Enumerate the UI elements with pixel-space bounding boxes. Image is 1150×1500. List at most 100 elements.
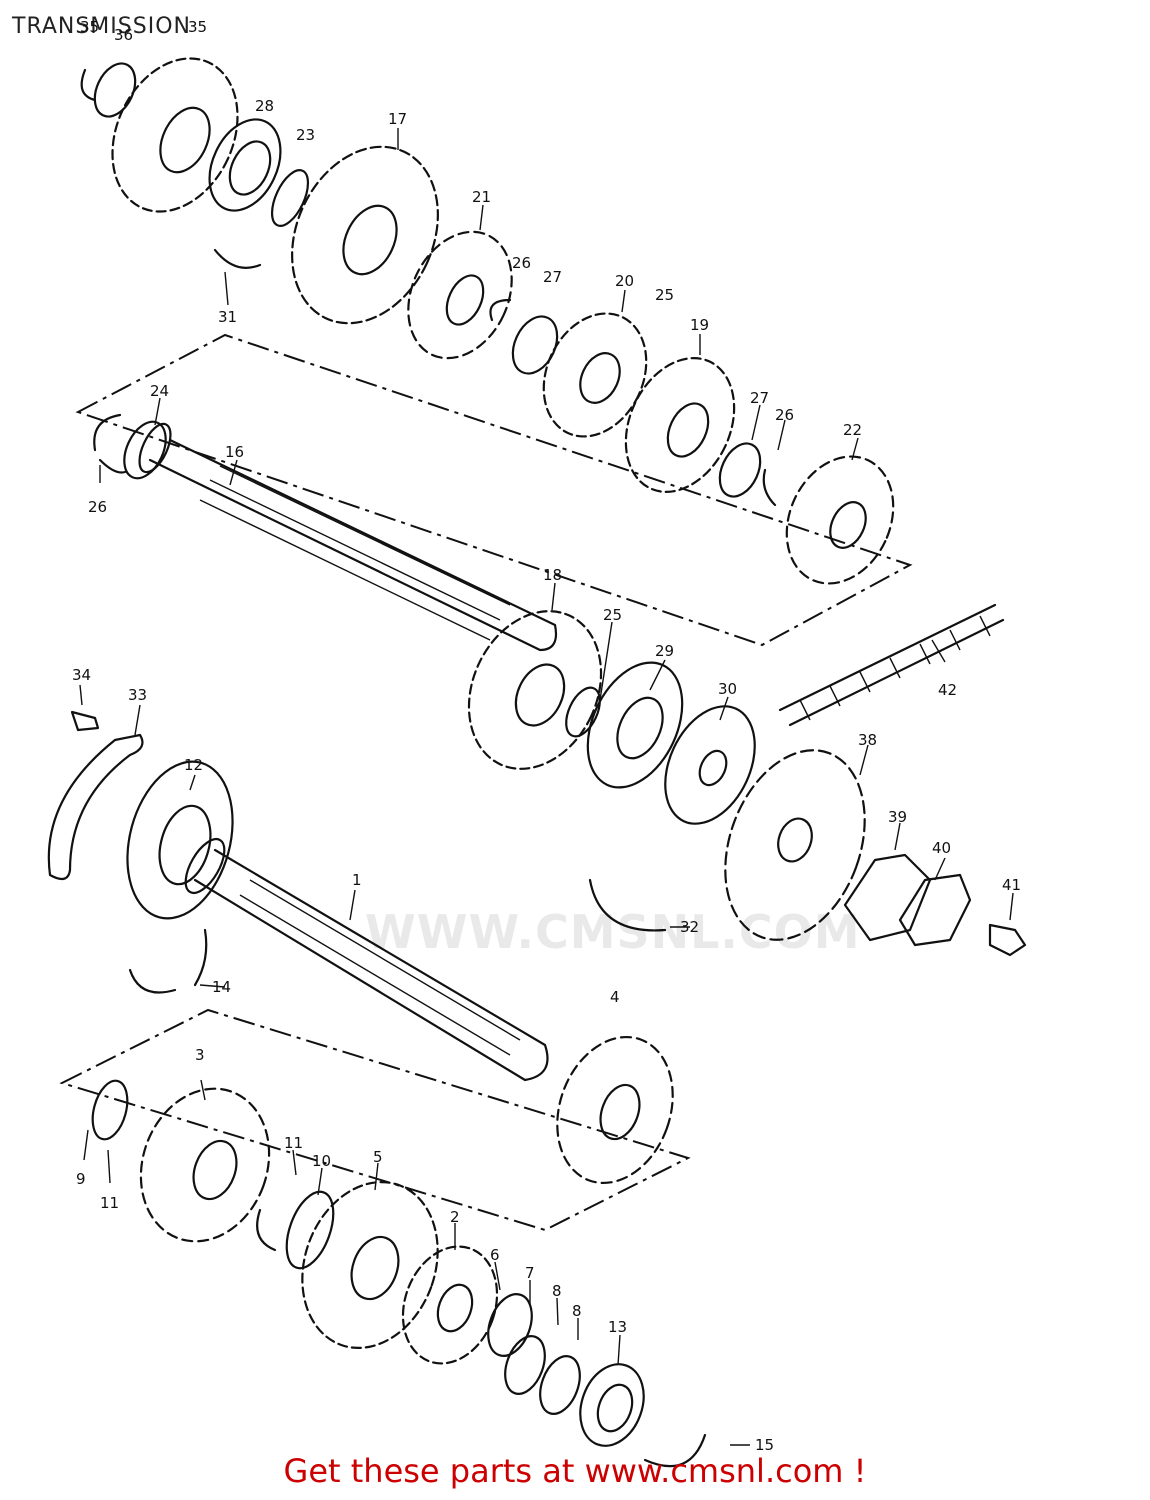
part-label: 36: [114, 26, 133, 44]
part-label: 25: [603, 606, 622, 624]
part-label: 15: [755, 1436, 774, 1454]
part-label: 16: [225, 443, 244, 461]
part-label: 18: [543, 566, 562, 584]
part-label: 4: [610, 988, 620, 1006]
part-label: 14: [212, 978, 231, 996]
washer-7: [504, 1335, 546, 1395]
part-label: 41: [1002, 876, 1021, 894]
part-label: 31: [218, 308, 237, 326]
gear-18: [467, 610, 603, 770]
part-label: 38: [858, 731, 877, 749]
washer-10: [285, 1190, 335, 1270]
part-label: 39: [888, 808, 907, 826]
part-label: 34: [72, 666, 91, 684]
part-label: 42: [938, 681, 957, 699]
part-label: 13: [608, 1318, 627, 1336]
part-label: 11: [100, 1194, 119, 1212]
part-label: 26: [88, 498, 107, 516]
washer-27a: [511, 315, 559, 375]
part-label: 8: [572, 1302, 582, 1320]
gear-4: [556, 1035, 674, 1185]
part-label: 17: [388, 110, 407, 128]
part-label: 35: [188, 18, 207, 36]
driveshaft: [184, 837, 549, 1082]
part-label: 40: [932, 839, 951, 857]
circlip-35: [80, 68, 97, 102]
part-label: 26: [512, 254, 531, 272]
circlip-26a: [93, 413, 127, 474]
sprocket-plate: [898, 873, 972, 947]
gear-5: [301, 1180, 439, 1350]
gear-35: [111, 57, 239, 213]
leader-lines: [79, 128, 1014, 1446]
washer-36: [93, 62, 137, 118]
gear-22: [785, 455, 895, 585]
part-label: 7: [525, 1264, 535, 1282]
part-label: 5: [373, 1148, 383, 1166]
part-label: 9: [76, 1170, 86, 1188]
bolt-34: [70, 710, 100, 732]
bearing-28: [208, 118, 282, 212]
bearing-plate: [47, 733, 144, 881]
part-label: 27: [750, 389, 769, 407]
washer-23: [270, 169, 310, 227]
circlip-15: [643, 1433, 707, 1468]
countershaft: [138, 422, 558, 652]
washer-25: [565, 686, 601, 738]
part-label: 8: [552, 1282, 562, 1300]
part-label: 30: [718, 680, 737, 698]
part-label: 19: [690, 316, 709, 334]
part-label: 20: [615, 272, 634, 290]
page-title: TRANSMISSION: [12, 14, 191, 39]
washer-9: [91, 1079, 129, 1141]
part-labels: 1 2 3 4 5 6 7 8 8 9 10 11 11 12 13 14 15…: [72, 18, 1021, 1454]
seal-30: [664, 705, 756, 825]
bearing-29: [586, 661, 684, 789]
part-label: 24: [150, 382, 169, 400]
part-label: 23: [296, 126, 315, 144]
washer-24: [123, 420, 167, 480]
part-label: 29: [655, 642, 674, 660]
circlip-26c: [762, 468, 777, 507]
part-label: 28: [255, 97, 274, 115]
gear-2: [401, 1245, 499, 1365]
gear-19: [624, 357, 736, 493]
part-label: 1: [352, 871, 362, 889]
gear-20: [542, 312, 648, 438]
part-label: 21: [472, 188, 491, 206]
part-label: 22: [843, 421, 862, 439]
bearing-8: [539, 1355, 581, 1415]
watermark-text: WWW.CMSNL.COM: [365, 905, 861, 959]
gear-21: [407, 230, 513, 360]
part-label: 32: [680, 918, 699, 936]
part-label: 33: [128, 686, 147, 704]
part-label: 10: [312, 1152, 331, 1170]
part-label: 6: [490, 1246, 500, 1264]
gear-17: [291, 145, 439, 325]
drive-chain: [778, 603, 1005, 727]
part-label: 35: [80, 18, 99, 36]
part-label: 3: [195, 1046, 205, 1064]
gear-3: [139, 1087, 271, 1243]
washer-27b: [718, 442, 762, 498]
lock-washer: [843, 853, 932, 942]
bolt-41: [988, 923, 1027, 957]
driveshaft-group-box: [59, 1008, 691, 1232]
bearing-13: [579, 1363, 645, 1447]
countershaft-group-box: [75, 333, 913, 647]
part-label: 26: [775, 406, 794, 424]
part-label: 25: [655, 286, 674, 304]
part-label: 2: [450, 1208, 460, 1226]
footer-promo-link[interactable]: Get these parts at www.cmsnl.com !: [283, 1452, 867, 1490]
bearing-12: [126, 760, 234, 920]
drive-sprocket: [724, 749, 866, 941]
circlip-14: [128, 928, 208, 994]
part-label: 27: [543, 268, 562, 286]
circlip-31: [213, 248, 262, 269]
part-label: 11: [284, 1134, 303, 1152]
circlip-11: [256, 1208, 277, 1252]
part-label: 12: [184, 756, 203, 774]
washer-6: [487, 1293, 533, 1357]
circlip-32: [588, 878, 667, 932]
